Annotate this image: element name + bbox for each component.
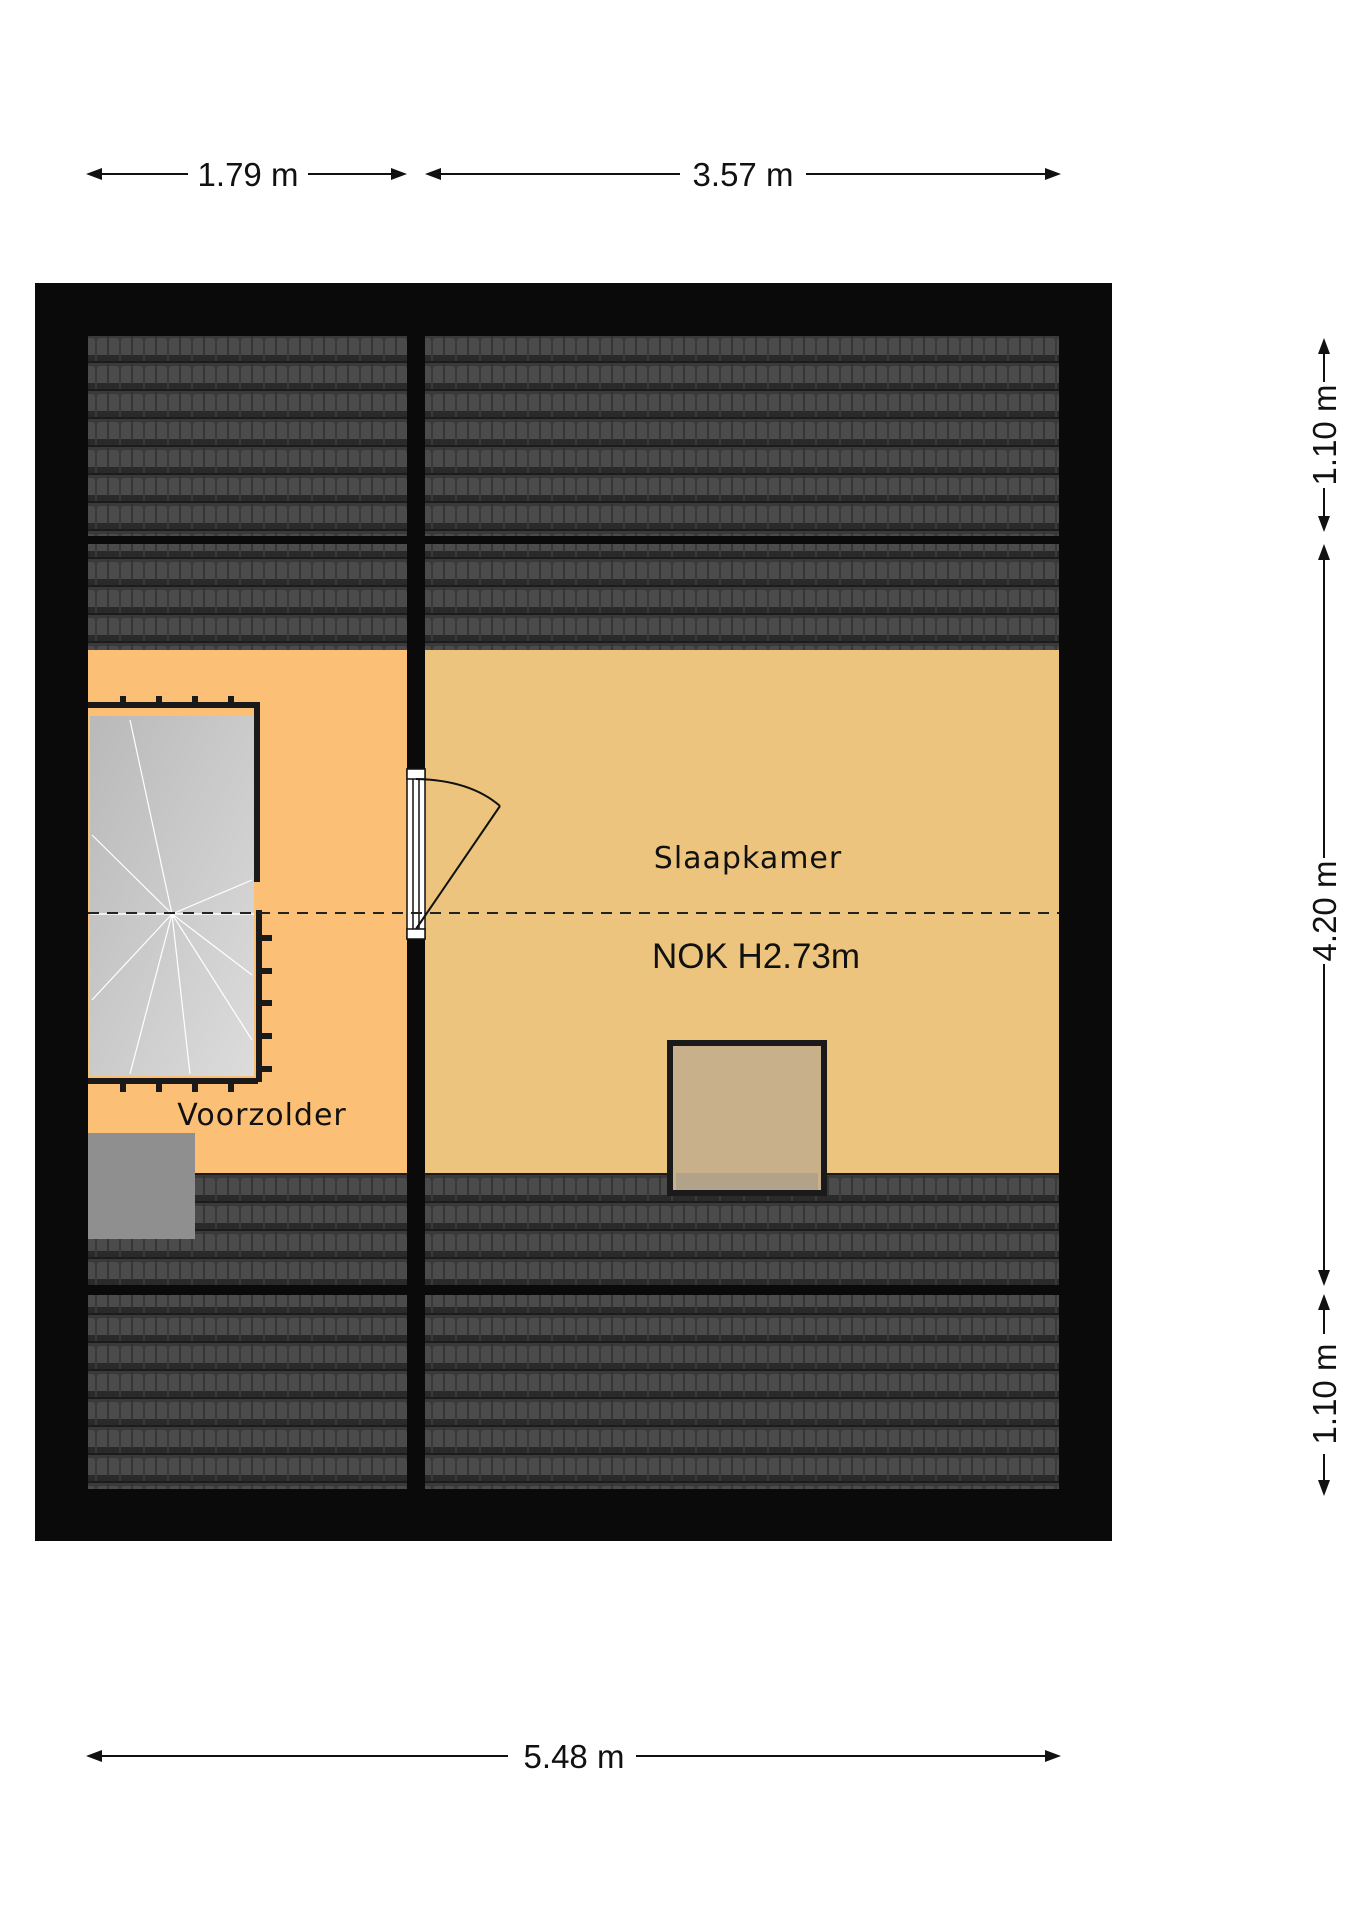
roof-tiles-bottom-right [425, 1173, 1059, 1489]
dimension-top-right: 3.57 m [425, 156, 1061, 193]
dimension-bottom: 5.48 m [86, 1738, 1061, 1775]
dimension-bottom-label: 5.48 m [524, 1738, 625, 1775]
dimension-right-top-label: 1.10 m [1306, 385, 1343, 486]
dimension-top-left: 1.79 m [86, 156, 407, 193]
roof-beam-bottom [88, 1285, 1059, 1295]
room-label-slaapkamer: Slaapkamer [654, 841, 842, 876]
dimension-right-bottom-label: 1.10 m [1306, 1344, 1343, 1445]
roof-tiles-top-left [88, 336, 407, 650]
staircase [88, 696, 272, 1092]
room-label-voorzolder: Voorzolder [177, 1098, 347, 1133]
dimension-right-bottom: 1.10 m [1306, 1294, 1343, 1496]
dimension-right-middle: 4.20 m [1306, 544, 1343, 1286]
ridge-height-label: NOK H2.73m [652, 937, 860, 976]
storage-box [88, 1133, 195, 1239]
roof-beam-top [88, 536, 1059, 544]
dimension-top-left-label: 1.79 m [198, 156, 299, 193]
dimension-right-middle-label: 4.20 m [1306, 861, 1343, 962]
dimension-right-top: 1.10 m [1306, 338, 1343, 532]
dimension-top-right-label: 3.57 m [693, 156, 794, 193]
roof-tiles-top-right [425, 336, 1059, 650]
skylight [667, 1040, 827, 1196]
door [406, 768, 501, 940]
